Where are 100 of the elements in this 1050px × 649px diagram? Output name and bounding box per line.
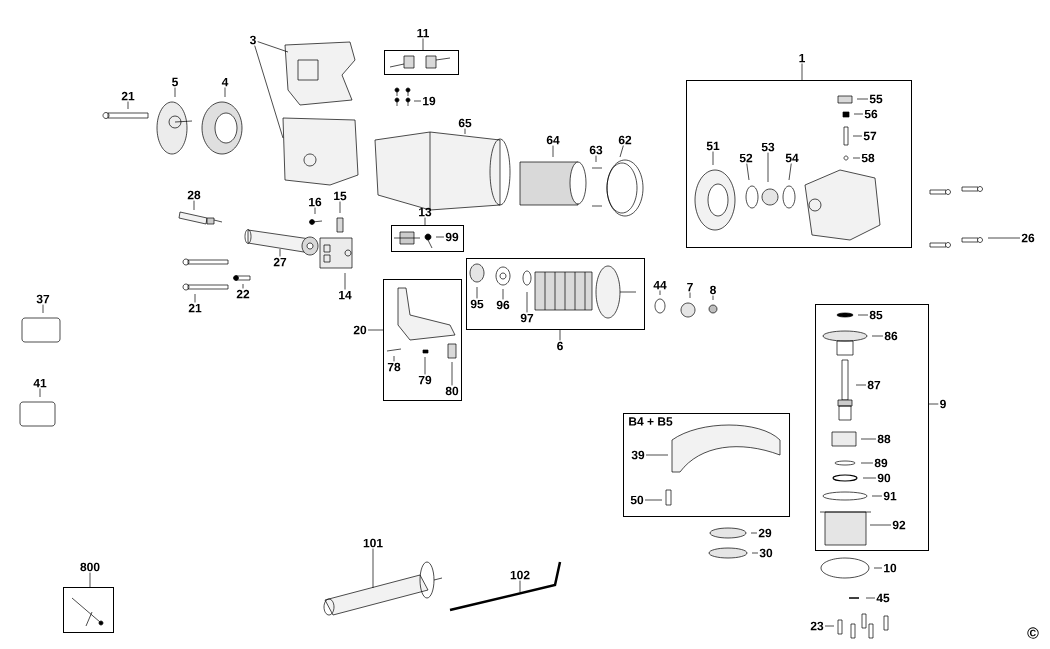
- leader-line: [174, 87, 176, 98]
- callout-number: 800: [80, 562, 100, 572]
- leader-line: [865, 597, 876, 599]
- callout-number: 52: [739, 153, 753, 163]
- callout-number: 13: [419, 207, 432, 217]
- callout-number: 23: [810, 621, 824, 631]
- leader-line: [860, 438, 877, 440]
- leader-line: [856, 98, 869, 100]
- leader-line: [928, 403, 939, 405]
- leader-line: [224, 87, 226, 98]
- leader-line: [344, 272, 346, 290]
- leader-line: [855, 384, 867, 386]
- callout-number: 91: [883, 491, 897, 501]
- callout-number: 87: [867, 380, 881, 390]
- callout-number: 21: [121, 91, 135, 101]
- group-box: [815, 304, 929, 551]
- callout-number: 78: [387, 362, 401, 372]
- leader-line: [367, 329, 384, 331]
- leader-line: [852, 157, 861, 159]
- leader-line: [869, 524, 892, 526]
- callout-number: 80: [445, 386, 459, 396]
- callout-number: 27: [273, 257, 287, 267]
- leader-line: [767, 152, 769, 183]
- leader-line: [595, 155, 597, 163]
- callout-number: 102: [510, 570, 530, 580]
- callout-number: 44: [653, 280, 667, 290]
- callout-number: 6: [557, 341, 563, 351]
- leader-line: [194, 293, 196, 303]
- leader-line: [242, 283, 244, 289]
- leader-line: [424, 356, 426, 375]
- leader-line: [619, 145, 624, 158]
- leader-line: [339, 201, 341, 214]
- callout-number: 10: [884, 563, 897, 573]
- leader-line: [788, 163, 792, 181]
- leader-line: [451, 361, 453, 386]
- leader-line: [689, 292, 691, 299]
- leader-line: [257, 41, 289, 53]
- leader-line: [746, 163, 750, 181]
- group-box: [391, 225, 464, 252]
- leader-line: [39, 388, 41, 398]
- leader-line: [89, 572, 91, 588]
- leader-line: [751, 552, 759, 554]
- leader-line: [871, 495, 883, 497]
- leader-line: [372, 548, 374, 589]
- callout-number: 63: [589, 145, 603, 155]
- callout-number: 26: [1021, 233, 1035, 243]
- callout-number: 50: [630, 495, 644, 505]
- callout-number: 86: [884, 331, 898, 341]
- leader-line: [824, 625, 835, 627]
- leader-line: [193, 200, 195, 211]
- leader-line: [644, 499, 663, 501]
- leader-line: [519, 580, 521, 593]
- callout-number: 15: [334, 191, 347, 201]
- group-box: [466, 258, 645, 330]
- callout-number: 9: [940, 399, 946, 409]
- leader-line: [526, 291, 528, 313]
- callout-number: 11: [417, 28, 429, 38]
- callout-number: 3: [249, 35, 256, 45]
- callout-number: 95: [470, 299, 484, 309]
- callout-number: 5: [172, 77, 178, 87]
- callout-number: 22: [236, 289, 250, 299]
- leader-line: [435, 236, 445, 238]
- callout-number: 88: [877, 434, 891, 444]
- callout-number: 20: [353, 325, 367, 335]
- callout-number: 79: [418, 375, 432, 385]
- callout-number: 55: [869, 94, 883, 104]
- callout-number: 97: [520, 313, 534, 323]
- leader-line: [862, 477, 877, 479]
- leader-line: [712, 295, 714, 301]
- callout-number: 14: [339, 290, 352, 300]
- leader-line: [852, 135, 863, 137]
- callout-number: 65: [458, 118, 472, 128]
- callout-number: 19: [423, 96, 436, 106]
- leader-line: [464, 128, 466, 135]
- leader-line: [422, 38, 424, 51]
- callout-number: 16: [309, 197, 322, 207]
- leader-line: [801, 63, 803, 81]
- leader-line: [393, 355, 395, 362]
- leader-line: [476, 286, 478, 299]
- callout-number: 56: [864, 109, 878, 119]
- leader-line: [559, 329, 561, 341]
- callout-number: 21: [188, 303, 202, 313]
- callout-number: 30: [759, 548, 773, 558]
- callout-number: 4: [221, 77, 229, 87]
- callout-number: 7: [687, 282, 693, 292]
- callout-number: 58: [861, 153, 875, 163]
- group-box: [63, 587, 114, 633]
- leader-line: [712, 151, 714, 166]
- callout-number: 37: [36, 294, 50, 304]
- callout-number: 64: [546, 135, 560, 145]
- callout-number: 1: [799, 53, 805, 63]
- group-box: [686, 80, 912, 248]
- leader-line: [314, 207, 316, 215]
- callout-number: 101: [363, 538, 383, 548]
- leader-line: [279, 248, 281, 257]
- leader-line: [860, 462, 874, 464]
- callout-number: 96: [496, 300, 510, 310]
- leader-line: [502, 288, 504, 300]
- leader-line: [659, 290, 661, 296]
- callout-number: 62: [618, 135, 632, 145]
